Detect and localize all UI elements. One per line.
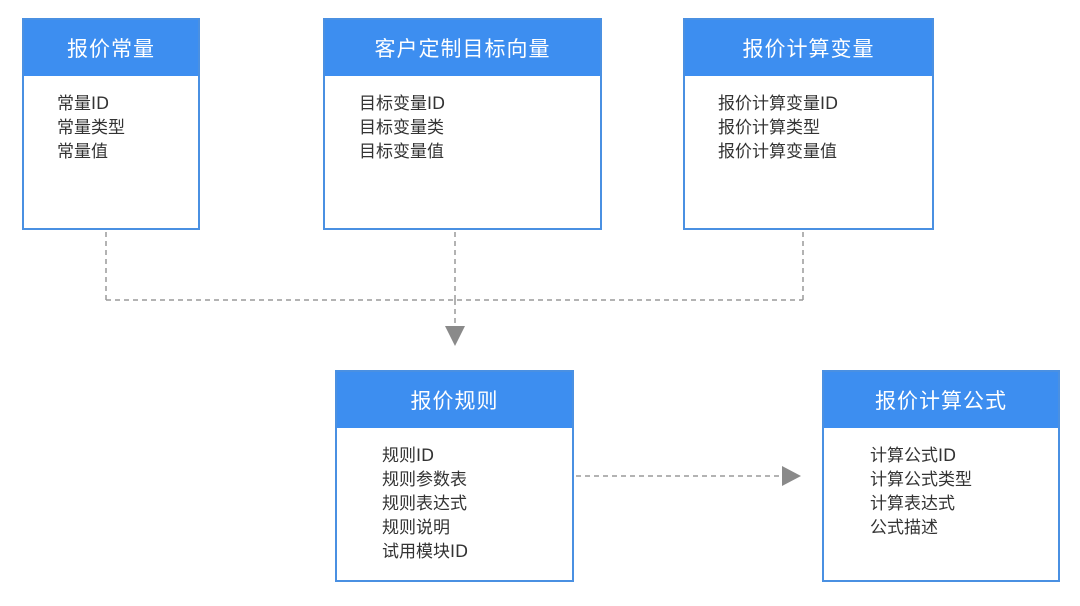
- field-item: 计算表达式: [870, 494, 955, 514]
- entity-quote-constant: 报价常量 常量ID 常量类型 常量值: [22, 18, 200, 230]
- entity-quote-rule: 报价规则 规则ID 规则参数表 规则表达式 规则说明 试用模块ID: [335, 370, 574, 582]
- field-item: 报价计算类型: [718, 118, 820, 138]
- field-item: 公式描述: [870, 518, 938, 538]
- entity-title: 报价计算变量: [685, 20, 932, 76]
- field-item: 目标变量值: [359, 142, 444, 162]
- field-item: 规则ID: [382, 446, 435, 466]
- field-list: 目标变量ID 目标变量类 目标变量值: [325, 76, 600, 164]
- field-item: 目标变量类: [359, 118, 444, 138]
- entity-title: 客户定制目标向量: [325, 20, 600, 76]
- field-item: 规则说明: [382, 518, 450, 538]
- field-item: 计算公式类型: [870, 470, 972, 490]
- entity-title: 报价计算公式: [824, 372, 1058, 428]
- field-item: 规则参数表: [382, 470, 467, 490]
- field-list: 计算公式ID 计算公式类型 计算表达式 公式描述: [824, 428, 1058, 540]
- field-item: 报价计算变量ID: [718, 94, 839, 114]
- field-item: 试用模块ID: [382, 542, 469, 562]
- field-list: 规则ID 规则参数表 规则表达式 规则说明 试用模块ID: [337, 428, 572, 564]
- entity-calc-variable: 报价计算变量 报价计算变量ID 报价计算类型 报价计算变量值: [683, 18, 934, 230]
- field-list: 报价计算变量ID 报价计算类型 报价计算变量值: [685, 76, 932, 164]
- field-item: 常量类型: [57, 118, 125, 138]
- entity-calc-formula: 报价计算公式 计算公式ID 计算公式类型 计算表达式 公式描述: [822, 370, 1060, 582]
- arrowhead-right: [782, 466, 801, 486]
- field-item: 常量值: [57, 142, 108, 162]
- entity-title: 报价常量: [24, 20, 198, 76]
- entity-title: 报价规则: [337, 372, 572, 428]
- field-item: 报价计算变量值: [718, 142, 837, 162]
- field-item: 规则表达式: [382, 494, 467, 514]
- field-list: 常量ID 常量类型 常量值: [24, 76, 198, 164]
- entity-target-vector: 客户定制目标向量 目标变量ID 目标变量类 目标变量值: [323, 18, 602, 230]
- field-item: 常量ID: [57, 94, 110, 114]
- field-item: 计算公式ID: [870, 446, 957, 466]
- field-item: 目标变量ID: [359, 94, 446, 114]
- arrowhead-down: [445, 326, 465, 346]
